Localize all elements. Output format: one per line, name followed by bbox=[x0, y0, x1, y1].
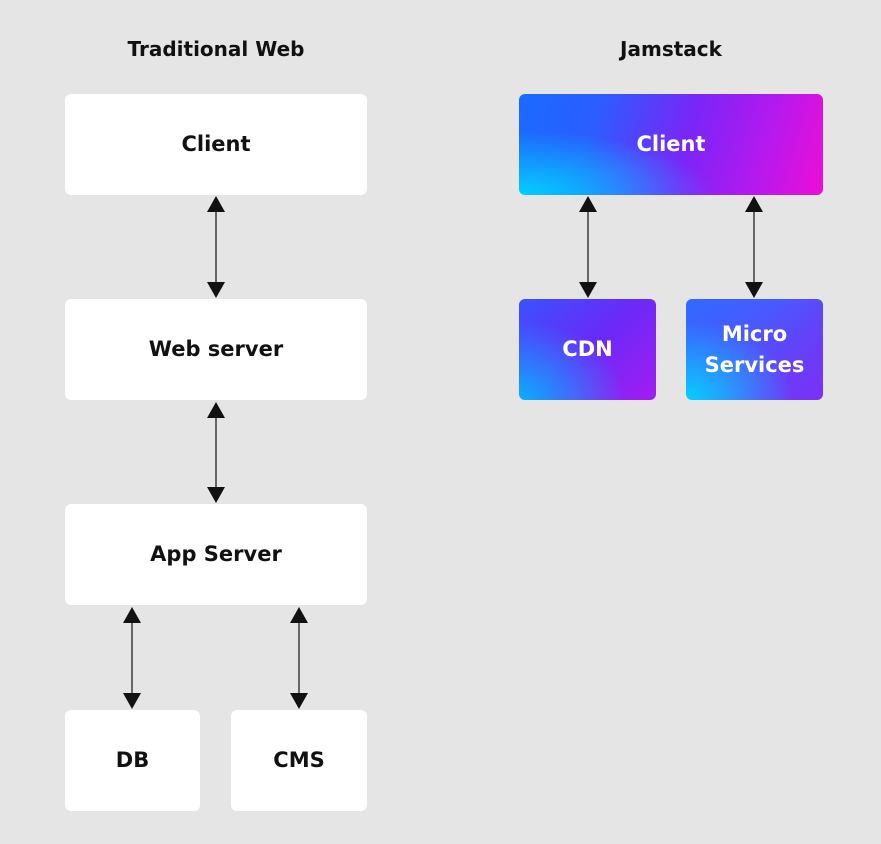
db-box: DB bbox=[65, 710, 200, 811]
web-server-box: Web server bbox=[65, 299, 367, 400]
arrow-jamstack-client-cdn bbox=[579, 196, 597, 298]
arrow-webserver-appserver bbox=[207, 402, 225, 503]
arrow-client-webserver bbox=[207, 196, 225, 298]
traditional-client-label: Client bbox=[181, 132, 251, 157]
arrow-appserver-cms bbox=[290, 607, 308, 709]
micro-services-label: Micro Services bbox=[705, 319, 805, 380]
web-server-label: Web server bbox=[148, 337, 284, 362]
cms-box: CMS bbox=[231, 710, 367, 811]
cdn-label: CDN bbox=[562, 337, 613, 362]
micro-services-line1: Micro bbox=[721, 322, 788, 347]
jamstack-heading: Jamstack bbox=[620, 37, 722, 61]
app-server-label: App Server bbox=[150, 542, 282, 567]
cms-label: CMS bbox=[273, 748, 325, 773]
micro-services-box: Micro Services bbox=[686, 299, 823, 400]
jamstack-client-label: Client bbox=[636, 132, 706, 157]
app-server-box: App Server bbox=[65, 504, 367, 605]
db-label: DB bbox=[115, 748, 150, 773]
micro-services-line2: Services bbox=[704, 352, 805, 377]
arrow-jamstack-client-micro-services bbox=[745, 196, 763, 298]
cdn-box: CDN bbox=[519, 299, 656, 400]
traditional-client-box: Client bbox=[65, 94, 367, 195]
traditional-web-heading: Traditional Web bbox=[127, 37, 305, 61]
jamstack-client-box: Client bbox=[519, 94, 823, 195]
arrow-appserver-db bbox=[123, 607, 141, 709]
